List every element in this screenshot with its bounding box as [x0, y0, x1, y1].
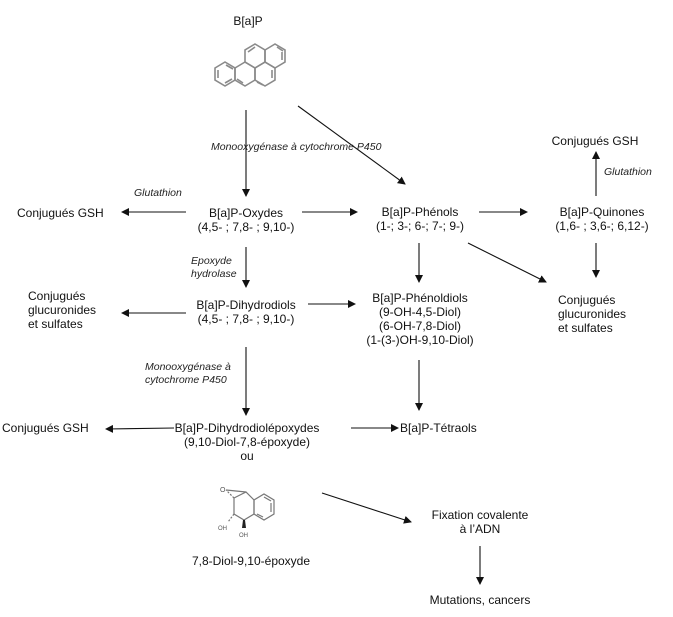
node-gsh-left-2: Conjugués GSH [2, 421, 89, 435]
node-mutations: Mutations, cancers [429, 593, 531, 607]
node-fixation: Fixation covalente à l’ADN [415, 508, 545, 536]
oh-label-2: OH [239, 533, 248, 539]
node-quinones: B[a]P-Quinones (1,6- ; 3,6-; 6,12-) [552, 205, 652, 233]
bap-structure-icon [214, 43, 286, 87]
quinones-name: B[a]P-Quinones [559, 205, 645, 219]
arrow-phenols-to-gluc [467, 242, 547, 283]
label-monooxygenase-2: Monooxygénase à cytochrome P450 [145, 361, 231, 387]
phenoldiols-detail-2: (6-OH-7,8-Diol) [378, 319, 461, 333]
monooxygenase-2-line-1: Monooxygénase à [145, 361, 231, 373]
label-glutathion-left: Glutathion [134, 187, 182, 199]
diolepoxydes-or: ou [240, 449, 254, 463]
node-oxydes: B[a]P-Oxydes (4,5- ; 7,8- ; 9,10-) [186, 206, 306, 234]
gluc-right-line-3: et sulfates [558, 321, 613, 335]
quinones-detail: (1,6- ; 3,6-; 6,12-) [555, 219, 649, 233]
oh-label-1: OH [218, 526, 227, 532]
label-monooxygenase-1: Monooxygénase à cytochrome P450 [211, 141, 382, 153]
label-epoxyde-hydrolase: Epoxyde hydrolase [191, 255, 237, 281]
phenoldiols-detail-1: (9-OH-4,5-Diol) [378, 305, 461, 319]
node-gsh-top-right: Conjugués GSH [551, 134, 639, 148]
arrow-bap-to-phenols [297, 105, 406, 185]
node-bap: B[a]P [233, 14, 263, 28]
node-phenoldiols: B[a]P-Phénoldiols (9-OH-4,5-Diol) (6-OH-… [352, 291, 488, 347]
gluc-right-line-2: glucuronides [558, 307, 627, 321]
diolepoxydes-name: B[a]P-Dihydrodiolépoxydes [174, 421, 320, 435]
node-gluc-right: Conjugués glucuronides et sulfates [558, 293, 626, 335]
node-gsh-left-1: Conjugués GSH [17, 206, 104, 220]
epoxide-o-label: O [220, 487, 226, 494]
fixation-line-2: à l’ADN [459, 522, 501, 536]
node-tetraols: B[a]P-Tétraols [400, 421, 477, 435]
oxydes-name: B[a]P-Oxydes [208, 206, 284, 220]
gluc-left-line-1: Conjugués [28, 289, 86, 303]
dihydrodiols-detail: (4,5- ; 7,8- ; 9,10-) [197, 312, 295, 326]
fixation-line-1: Fixation covalente [431, 508, 529, 522]
epoxyde-hydrolase-line-1: Epoxyde [191, 255, 232, 267]
gluc-left-line-2: glucuronides [28, 303, 97, 317]
phenols-detail: (1-; 3-; 6-; 7-; 9-) [375, 219, 464, 233]
node-gluc-left: Conjugués glucuronides et sulfates [28, 289, 96, 331]
node-diol-epoxyde: 7,8-Diol-9,10-époxyde [191, 554, 311, 568]
phenoldiols-detail-3: (1-(3-)OH-9,10-Diol) [366, 333, 474, 347]
phenoldiols-name: B[a]P-Phénoldiols [372, 291, 468, 305]
arrow-epoxyde-to-fixation [321, 492, 412, 524]
gluc-left-line-3: et sulfates [28, 317, 83, 331]
diolepoxydes-detail: (9,10-Diol-7,8-époxyde) [183, 435, 311, 449]
monooxygenase-2-line-2: cytochrome P450 [145, 374, 227, 386]
dihydrodiols-name: B[a]P-Dihydrodiols [196, 298, 296, 312]
phenols-name: B[a]P-Phénols [381, 205, 459, 219]
node-dihydrodiols: B[a]P-Dihydrodiols (4,5- ; 7,8- ; 9,10-) [186, 298, 306, 326]
label-glutathion-right: Glutathion [604, 166, 652, 178]
oxydes-detail: (4,5- ; 7,8- ; 9,10-) [197, 220, 295, 234]
gluc-right-line-1: Conjugués [558, 293, 616, 307]
node-dihydrodiolepoxydes: B[a]P-Dihydrodiolépoxydes (9,10-Diol-7,8… [172, 421, 322, 463]
node-phenols: B[a]P-Phénols (1-; 3-; 6-; 7-; 9-) [360, 205, 480, 233]
epoxyde-hydrolase-line-2: hydrolase [191, 268, 237, 280]
diol-epoxyde-structure-icon: O OH OH [218, 487, 275, 539]
arrow-diolepoxydes-to-gsh [105, 424, 175, 433]
